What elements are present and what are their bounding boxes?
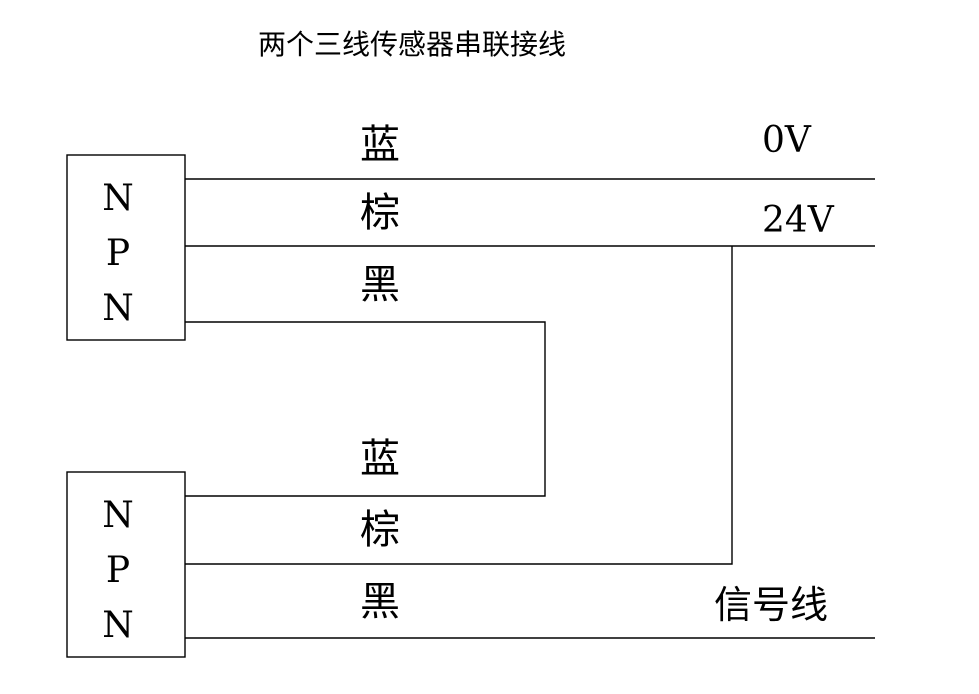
sensor-bottom-brown-label: 棕: [360, 507, 400, 553]
sensor-bottom-black-label: 黑: [360, 579, 400, 625]
signal-line-label: 信号线: [714, 583, 828, 627]
sensor-top-letter-3: N: [102, 288, 134, 329]
series-link-wire: [185, 321, 546, 497]
sensor-top-brown-label: 棕: [360, 190, 400, 236]
sensor-bottom-letter-2: P: [106, 550, 130, 591]
sensor-bottom-letter-3: N: [102, 605, 134, 646]
sensor-top-blue-label: 蓝: [360, 122, 400, 168]
sensor-bottom-box: [66, 471, 186, 658]
sensor-bottom-blue-label: 蓝: [360, 436, 400, 482]
sensor-top-letter-1: N: [102, 178, 134, 219]
sensor-top-black-label: 黑: [360, 262, 400, 308]
supply-drop-wire: [185, 246, 733, 565]
sensor-top-letter-2: P: [106, 233, 130, 274]
supply-label: 24V: [762, 200, 835, 241]
sensor-top-box: [66, 154, 186, 341]
diagram-title: 两个三线传感器串联接线: [258, 28, 566, 61]
zero-volt-label: 0V: [762, 120, 812, 161]
sensor-bottom-letter-1: N: [102, 495, 134, 536]
